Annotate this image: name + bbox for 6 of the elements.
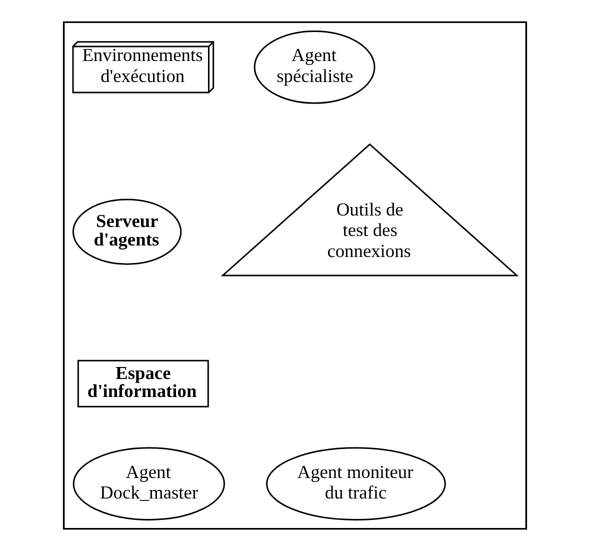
- node-box: Espace d'information: [76, 360, 208, 408]
- node-ellipse: Agent spécialiste: [253, 30, 375, 104]
- cluster: [62, 21, 527, 530]
- node-ellipse: Serveur d'agents: [72, 198, 182, 265]
- node-ellipse: Agent moniteur du trafic: [266, 447, 446, 520]
- node-ellipse: Agent Dock_master: [72, 447, 225, 520]
